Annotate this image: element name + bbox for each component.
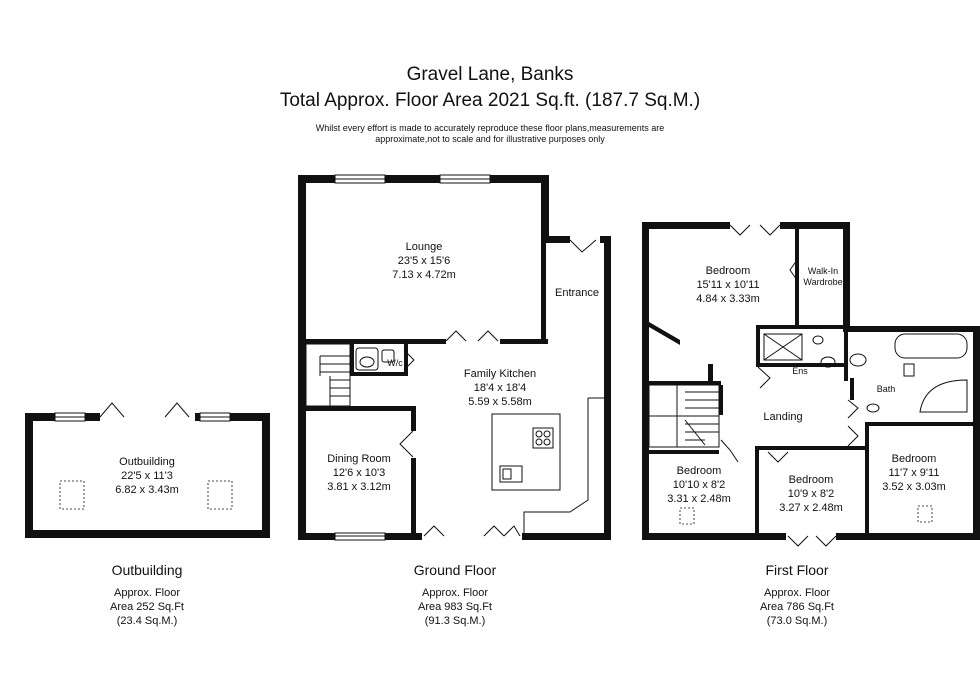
bedroom1-metric: 4.84 x 3.33m: [696, 293, 760, 305]
page-subtitle: Total Approx. Floor Area 2021 Sq.ft. (18…: [279, 90, 701, 111]
lounge-label: Lounge: [406, 241, 443, 253]
first-floor-area-3: (73.0 Sq.M.): [767, 615, 828, 627]
dining-imperial: 12'6 x 10'3: [333, 467, 386, 479]
bedroom3-metric: 3.27 x 2.48m: [779, 502, 843, 514]
ens-label: Ens: [792, 366, 808, 376]
outbuilding-metric: 6.82 x 3.43m: [115, 484, 179, 496]
first-floor-plan: [642, 222, 980, 547]
ground-floor-heading: Ground Floor: [414, 562, 497, 578]
disclaimer-line-1: Whilst every effort is made to accuratel…: [315, 123, 665, 133]
first-floor-area-1: Approx. Floor: [764, 587, 830, 599]
first-stairs: [648, 384, 720, 448]
ground-floor-plan: [298, 174, 611, 541]
dining-metric: 3.81 x 3.12m: [327, 481, 391, 493]
bedroom3-label: Bedroom: [789, 474, 834, 486]
lounge-metric: 7.13 x 4.72m: [392, 269, 456, 281]
bedroom4-imperial: 11'7 x 9'11: [889, 467, 940, 479]
wardrobe-label-2: Wardrobe: [803, 277, 842, 287]
outbuilding-heading: Outbuilding: [112, 562, 183, 578]
ground-floor-area-1: Approx. Floor: [422, 587, 488, 599]
page-title: Gravel Lane, Banks: [406, 64, 574, 85]
bedroom3-imperial: 10'9 x 8'2: [788, 488, 834, 500]
outbuilding-imperial: 22'5 x 11'3: [121, 470, 173, 482]
wc-label: W/c: [387, 358, 403, 368]
ground-stairs: [305, 343, 351, 407]
bedroom4-metric: 3.52 x 3.03m: [882, 481, 946, 493]
outbuilding-label: Outbuilding: [119, 456, 175, 468]
outbuilding-area-1: Approx. Floor: [114, 587, 180, 599]
disclaimer: Whilst every effort is made to accuratel…: [290, 123, 690, 145]
bedroom1-imperial: 15'11 x 10'11: [696, 279, 759, 291]
bath-label: Bath: [877, 384, 896, 394]
bedroom2-metric: 3.31 x 2.48m: [667, 493, 731, 505]
outbuilding-area-3: (23.4 Sq.M.): [117, 615, 178, 627]
entrance-label: Entrance: [555, 287, 599, 299]
dining-label: Dining Room: [327, 453, 391, 465]
bedroom1-label: Bedroom: [706, 265, 751, 277]
outbuilding-area-2: Area 252 Sq.Ft: [110, 601, 184, 613]
outbuilding-plan: [25, 402, 270, 538]
bedroom4-label: Bedroom: [892, 453, 937, 465]
kitchen-metric: 5.59 x 5.58m: [468, 396, 532, 408]
first-floor-area-2: Area 786 Sq.Ft: [760, 601, 834, 613]
disclaimer-line-2: approximate,not to scale and for illustr…: [375, 134, 605, 144]
landing-label: Landing: [763, 411, 802, 423]
kitchen-label: Family Kitchen: [464, 368, 536, 380]
first-floor-heading: First Floor: [766, 562, 829, 578]
wardrobe-label-1: Walk-In: [808, 266, 838, 276]
ground-floor-area-2: Area 983 Sq.Ft: [418, 601, 492, 613]
bedroom2-imperial: 10'10 x 8'2: [673, 479, 726, 491]
lounge-imperial: 23'5 x 15'6: [398, 255, 451, 267]
bedroom2-label: Bedroom: [677, 465, 722, 477]
kitchen-imperial: 18'4 x 18'4: [474, 382, 527, 394]
ground-floor-area-3: (91.3 Sq.M.): [425, 615, 486, 627]
